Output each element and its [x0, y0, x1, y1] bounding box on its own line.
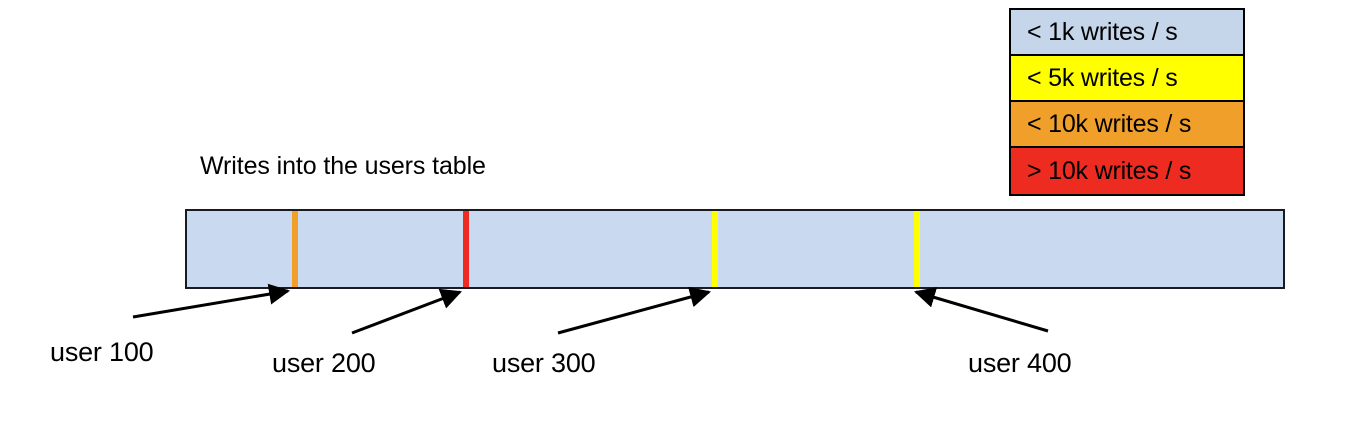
marker-stripe-user-100	[292, 211, 299, 287]
arrow-user-200	[351, 288, 462, 335]
callout-label-user-400: user 400	[968, 348, 1072, 378]
callout-label-user-200: user 200	[272, 348, 376, 378]
diagram-title: Writes into the users table	[200, 152, 486, 180]
legend-item-label: < 1k writes / s	[1027, 17, 1178, 46]
marker-stripe-user-300	[711, 211, 718, 287]
callout-label-user-100: user 100	[50, 337, 154, 367]
legend-item-lt-5k: < 5k writes / s	[1011, 56, 1243, 102]
users-table-bar	[185, 209, 1285, 289]
legend-item-gt-10k: > 10k writes / s	[1011, 148, 1243, 194]
arrow-user-300	[557, 286, 712, 335]
arrow-user-400	[913, 287, 1049, 333]
legend: < 1k writes / s < 5k writes / s < 10k wr…	[1009, 8, 1245, 196]
legend-item-label: < 5k writes / s	[1027, 63, 1178, 92]
legend-item-lt-1k: < 1k writes / s	[1011, 10, 1243, 56]
legend-item-lt-10k: < 10k writes / s	[1011, 102, 1243, 148]
marker-stripe-user-200	[463, 211, 470, 287]
arrow-user-100	[132, 283, 291, 319]
marker-stripe-user-400	[913, 211, 920, 287]
legend-item-label: < 10k writes / s	[1027, 109, 1192, 138]
legend-item-label: > 10k writes / s	[1027, 156, 1192, 185]
callout-label-user-300: user 300	[492, 348, 596, 378]
